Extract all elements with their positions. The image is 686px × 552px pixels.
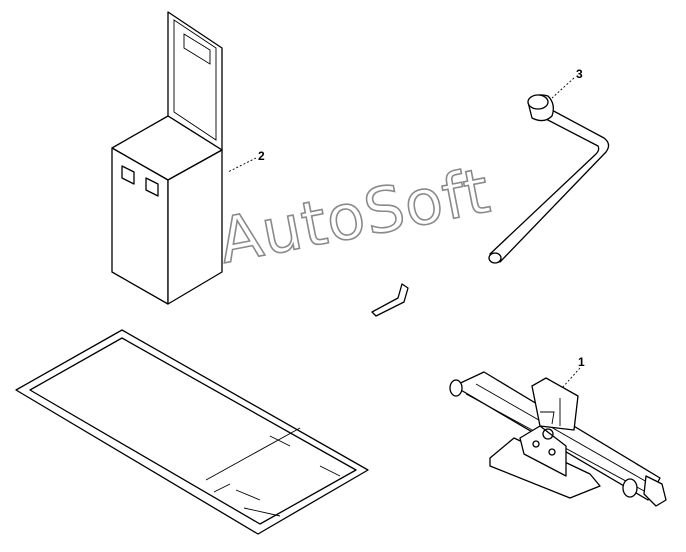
leader-line-toolbox <box>227 157 257 173</box>
leader-line-jack <box>561 367 581 389</box>
scissor-jack-drawing <box>449 371 667 507</box>
callout-jack: 1 <box>578 355 585 369</box>
wheel-wrench-drawing <box>488 94 610 264</box>
floor-mat-drawing <box>15 329 369 535</box>
toolbox-drawing <box>111 11 223 305</box>
hex-key-drawing <box>371 283 409 317</box>
leader-line-wrench <box>551 77 575 99</box>
callout-wrench: 3 <box>576 67 583 81</box>
callout-toolbox: 2 <box>258 149 265 163</box>
